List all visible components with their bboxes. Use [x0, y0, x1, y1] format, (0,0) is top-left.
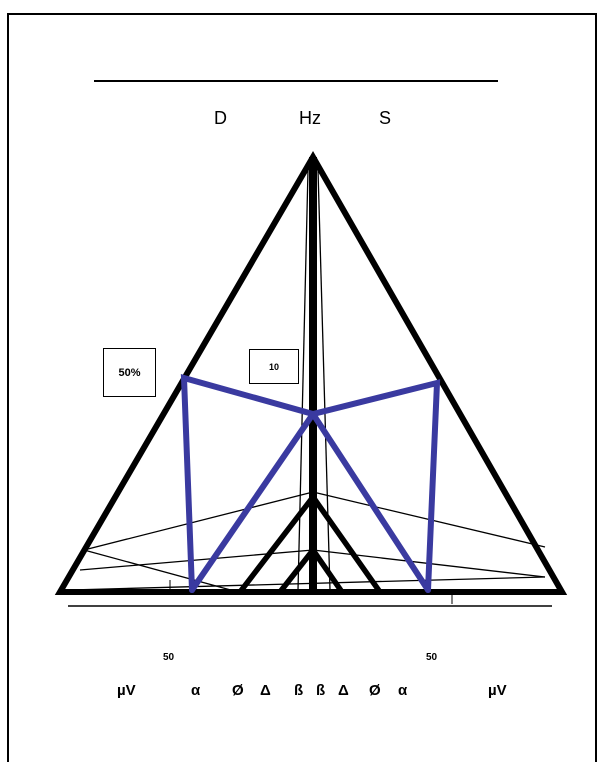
- value-box: 10: [249, 349, 299, 384]
- superscript-right: 50: [426, 652, 438, 663]
- symbol-oslash-left: Ø: [232, 682, 244, 699]
- symbol-uv-right: µV: [488, 682, 507, 699]
- symbol-alpha-left: α: [191, 682, 201, 699]
- inner-chevrons: [237, 492, 383, 594]
- symbol-oslash-right: Ø: [369, 682, 381, 699]
- accent-path: [180, 374, 441, 593]
- superscript-left: 50: [163, 652, 175, 663]
- label-d: D: [214, 108, 227, 128]
- symbol-delta-right: Δ: [338, 682, 349, 699]
- percent-box-label: 50%: [118, 366, 141, 379]
- symbol-eszett-left: ß: [294, 682, 304, 699]
- symbol-uv-left: µV: [117, 682, 136, 699]
- symbol-eszett-right: ß: [316, 682, 326, 699]
- page-border: [7, 13, 597, 762]
- symbol-delta-left: Δ: [260, 682, 271, 699]
- label-s: S: [379, 108, 392, 128]
- percent-box: 50%: [103, 348, 156, 397]
- value-box-label: 10: [268, 361, 279, 372]
- label-hz: Hz: [299, 108, 321, 128]
- symbol-alpha-right: α: [398, 682, 408, 699]
